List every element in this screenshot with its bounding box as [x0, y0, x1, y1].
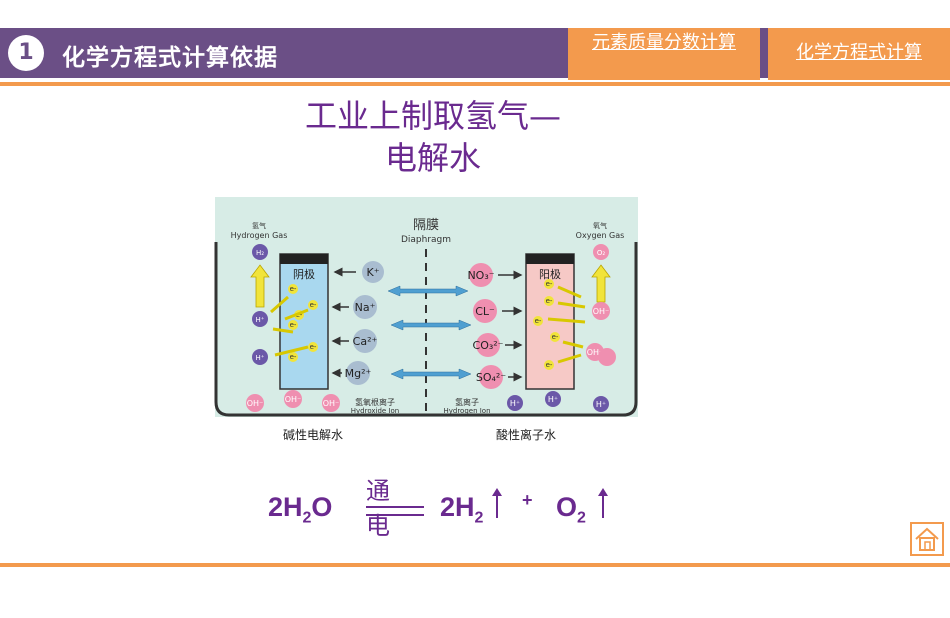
ion-flow-arrow	[390, 368, 472, 380]
hydroxide-ion-cn: 氢氧根离子	[355, 397, 395, 407]
o2-up-arrow	[591, 264, 611, 303]
electron: e-	[310, 343, 317, 351]
electron: e-	[546, 361, 553, 369]
ion-flow-arrow	[390, 319, 472, 331]
electrolysis-diagram: 隔膜 Diaphragm 氢气 Hydrogen Gas 氧气 Oxygen G…	[213, 197, 640, 445]
hydrogen-gas-en: Hydrogen Gas	[231, 231, 288, 240]
electron: e-	[290, 321, 297, 329]
equation-product-o2: O2	[556, 492, 586, 527]
bottom-divider	[0, 563, 950, 567]
h-plus-label: H⁺	[256, 316, 265, 324]
h-plus-ion	[252, 311, 268, 327]
oxygen-gas-en: Oxygen Gas	[576, 231, 625, 240]
tank-outline	[214, 242, 638, 417]
ion-flow-arrow	[387, 285, 469, 297]
anode-label: 阳极	[539, 267, 561, 281]
oh-ion: OH⁻	[285, 395, 302, 404]
header-title: 化学方程式计算依据	[62, 45, 278, 71]
nav-element-mass-fraction[interactable]: 元素质量分数计算	[568, 28, 760, 80]
equation-line-top	[366, 506, 424, 508]
anode-cap	[526, 254, 574, 264]
ion-na: Na⁺	[355, 301, 376, 314]
equation-product-h2: 2H2	[440, 492, 484, 527]
hydrogen-ion-en: Hydrogen Ion	[443, 407, 490, 415]
h2-bubble	[252, 244, 268, 260]
h-plus-label: H⁺	[256, 354, 265, 362]
electron: e-	[290, 353, 297, 361]
oh-ion: OH⁻	[593, 307, 610, 316]
equation-line-bottom	[366, 514, 424, 516]
h-plus-ion: H⁺	[510, 399, 520, 408]
ion-no3: NO₃⁻	[467, 269, 494, 282]
electron: e-	[552, 333, 559, 341]
cathode-cap	[280, 254, 328, 264]
electron: e-	[546, 280, 553, 288]
h2-up-arrow	[250, 264, 270, 308]
electron: e-	[546, 297, 553, 305]
equation-plus: +	[522, 490, 533, 510]
gas-up-arrow	[598, 488, 608, 518]
oh-ion: OH⁻	[587, 348, 604, 357]
o2-label: O₂	[597, 249, 606, 257]
h-plus-ion: H⁺	[548, 395, 558, 404]
equation-condition: 通电	[366, 477, 390, 540]
h-plus-ion	[252, 349, 268, 365]
ion-co3: CO₃²⁻	[473, 339, 504, 352]
caption-alkaline-water: 碱性电解水	[283, 428, 343, 442]
top-divider	[0, 82, 950, 86]
equation-reactant: 2H2O	[268, 492, 333, 527]
ion-so4: SO₄²⁻	[476, 371, 506, 384]
oh-ion: OH⁻	[323, 399, 340, 408]
nav-chemical-equation-calc[interactable]: 化学方程式计算	[768, 28, 950, 80]
hydroxide-ion-en: Hydroxide Ion	[351, 407, 400, 415]
cathode-label: 阴极	[293, 267, 315, 281]
h-plus-ion: H⁺	[596, 400, 606, 409]
electron: e-	[310, 301, 317, 309]
oxygen-gas-cn: 氧气	[593, 221, 607, 230]
gas-up-arrow	[492, 488, 502, 518]
hydrogen-ion-cn: 氢离子	[455, 397, 479, 407]
caption-acidic-water: 酸性离子水	[496, 427, 556, 442]
home-button[interactable]	[910, 522, 944, 556]
h2-label: H₂	[256, 249, 264, 257]
diaphragm-label-en: Diaphragm	[401, 235, 451, 245]
ion-k: K⁺	[366, 266, 379, 279]
home-icon	[915, 527, 939, 551]
ion-mg: Mg²⁺	[345, 367, 372, 380]
ion-cl: CL⁻	[475, 305, 495, 318]
slide-title-line2: 电解水	[384, 139, 481, 177]
electron: e-	[535, 317, 542, 325]
oh-ion: OH⁻	[247, 399, 264, 408]
slide-title: 工业上制取氢气— 电解水	[233, 95, 633, 179]
hydrogen-gas-cn: 氢气	[252, 221, 266, 230]
ion-ca: Ca²⁺	[353, 335, 378, 348]
electron: e-	[290, 285, 297, 293]
section-number-badge: 1	[8, 35, 44, 71]
o2-bubble	[593, 244, 609, 260]
slide-title-line1: 工业上制取氢气—	[304, 97, 561, 135]
diaphragm-label-cn: 隔膜	[413, 218, 439, 233]
